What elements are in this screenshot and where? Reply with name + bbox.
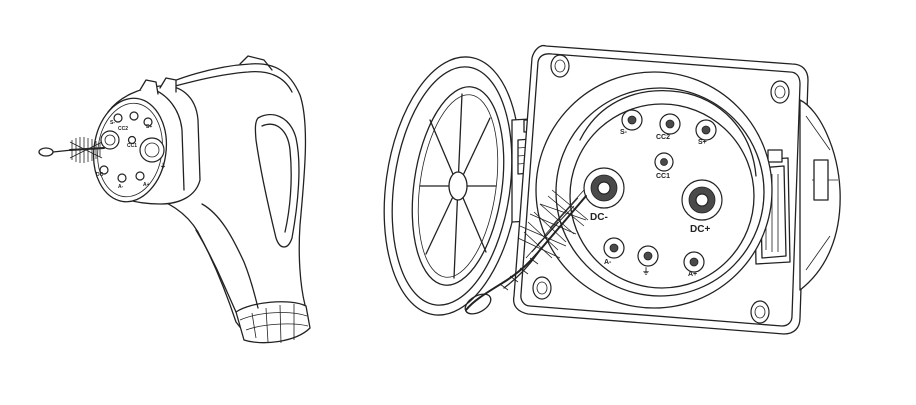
socket-label-s-plus: S+ xyxy=(698,139,707,146)
plug-label-cc2: CC2 xyxy=(118,126,128,132)
brush-loop-handle xyxy=(464,293,492,315)
plug-contacts xyxy=(99,111,165,183)
plug-label-a-minus: A- xyxy=(118,184,124,190)
socket-label-dc-plus: DC+ xyxy=(690,224,710,235)
plug-cleaning-brush xyxy=(38,137,105,163)
plug-label-a-plus: A+ xyxy=(143,182,150,188)
socket-flap-cover xyxy=(383,56,521,316)
plug-label-s-plus: S+ xyxy=(146,124,152,130)
plug-dc-minus-contact xyxy=(100,130,120,150)
socket-label-dc-minus: DC- xyxy=(590,212,608,223)
socket-label-cc1: CC1 xyxy=(656,173,670,180)
socket-label-cc2: CC2 xyxy=(656,134,670,141)
socket-mounting-holes xyxy=(532,54,790,324)
plug-label-cc1: CC1 xyxy=(127,143,137,149)
plug-label-s-minus: S- xyxy=(110,120,115,126)
charging-plug: CC2 CC1 DC S+ S- A+ A- ⏚ xyxy=(38,55,311,344)
socket-label-ground: ⏚ xyxy=(642,267,650,276)
charging-socket: S- CC2 S+ CC1 DC- DC+ A- ⏚ A+ xyxy=(383,44,841,335)
socket-label-a-minus: A- xyxy=(604,259,612,266)
socket-cleaning-brush xyxy=(464,189,589,315)
plug-dc-plus-contact xyxy=(139,137,165,163)
plug-label-dc: DC xyxy=(96,172,104,178)
socket-label-a-plus: A+ xyxy=(688,271,697,278)
brush-loop-handle xyxy=(38,147,54,157)
socket-label-s-minus: S- xyxy=(620,129,628,136)
socket-contacts xyxy=(583,109,723,273)
plug-label-ground: ⏚ xyxy=(160,163,166,170)
plug-cable-boot xyxy=(235,301,311,344)
